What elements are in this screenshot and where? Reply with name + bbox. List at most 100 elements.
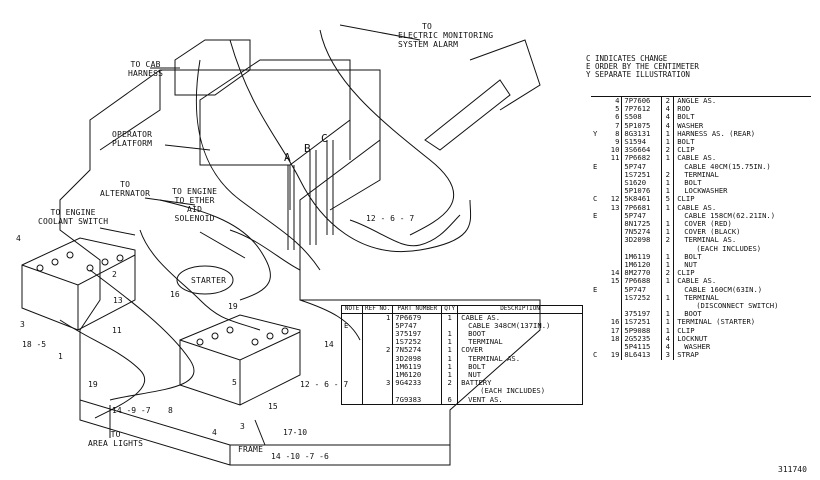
cell-ref	[605, 170, 623, 180]
cell-part: 9G4233	[392, 378, 443, 388]
cell-desc: (DISCONNECT SWITCH)	[696, 301, 779, 311]
cell-part: 7P6688	[621, 277, 663, 286]
cell-qty: 4	[661, 104, 675, 114]
cell-desc: LOCKNUT	[677, 333, 708, 343]
cell-desc: TERMINAL	[684, 292, 719, 302]
cell-ref: 18	[605, 334, 623, 344]
cell-qty: 5	[661, 195, 675, 204]
label-electric-monitoring: TO ELECTRIC MONITORING SYSTEM ALARM	[398, 22, 494, 49]
cell-qty: 1	[661, 293, 675, 303]
cell-part: 8M2770	[621, 269, 663, 278]
cell-note	[591, 253, 605, 261]
cell-part: 5P9088	[621, 326, 663, 335]
cell-ref	[605, 211, 623, 221]
cell-ref: 15	[605, 277, 623, 286]
callout-14-9-7: 14 -9 -7	[112, 406, 151, 415]
cell-desc: BOLT	[684, 251, 702, 261]
cell-note	[341, 313, 363, 322]
cell-qty: 1	[441, 313, 459, 322]
cell-note	[591, 302, 605, 310]
cell-desc: BOOT	[468, 328, 486, 338]
cell-desc: LOCKWASHER	[684, 186, 728, 196]
legend-centimeter: E ORDER BY THE CENTIMETER	[586, 62, 699, 72]
cell-note	[341, 346, 363, 355]
cell-desc: COVER (RED)	[684, 219, 732, 229]
cell-qty: 1	[441, 346, 459, 355]
callout-4: 4	[16, 234, 21, 243]
cell-qty: 1	[661, 137, 675, 147]
cell-note	[341, 362, 363, 371]
cell-qty: 1	[661, 318, 675, 327]
label-alternator: TO ALTERNATOR	[100, 180, 151, 198]
cell-desc: BOLT	[677, 137, 695, 147]
cell-part: 5P747	[621, 285, 663, 294]
cell-note	[591, 220, 605, 228]
cell-part: 5P1075	[621, 121, 663, 130]
cell-ref	[605, 310, 623, 319]
cell-ref: 5	[605, 104, 623, 114]
callout-3b: 3	[240, 422, 245, 431]
callout-3: 3	[20, 320, 25, 329]
cell-ref: 19	[605, 351, 623, 360]
cell-part: 3D2098	[392, 354, 443, 363]
cell-ref	[605, 187, 623, 196]
cell-desc: TERMINAL (STARTER)	[677, 317, 756, 327]
callout-19a: 19	[88, 380, 98, 389]
cell-part: 1M6120	[621, 260, 663, 270]
cell-part: 1M6120	[392, 370, 443, 380]
cell-part: 7P6679	[392, 313, 443, 322]
callout-15: 15	[268, 402, 278, 411]
table-row: (DISCONNECT SWITCH)	[591, 301, 811, 311]
cell-desc: CABLE 158CM(62.21IN.)	[684, 210, 776, 220]
cell-part	[392, 387, 443, 396]
cell-ref: 14	[605, 269, 623, 278]
callout-11: 11	[112, 326, 122, 335]
cell-qty	[661, 285, 675, 294]
cell-note	[591, 171, 605, 179]
cell-desc: STRAP	[677, 350, 699, 360]
cell-qty: 1	[661, 228, 675, 237]
cell-desc: TERMINAL	[684, 169, 719, 179]
parts-table-left: NOTE REF NO. PART NUMBER QTY DESCRIPTION…	[341, 305, 583, 405]
cell-ref	[362, 329, 394, 339]
cell-note	[591, 146, 605, 154]
cell-ref	[362, 338, 394, 347]
cell-part: 1S7251	[621, 318, 663, 327]
cell-ref	[605, 244, 623, 253]
cell-note	[591, 318, 605, 326]
cell-qty: 1	[441, 370, 459, 380]
cell-qty: 4	[661, 334, 675, 344]
cell-note: E	[593, 284, 598, 294]
cell-ref	[605, 228, 623, 237]
cell-desc: BOLT	[684, 178, 702, 188]
cell-desc: WASHER	[677, 120, 704, 130]
cell-qty	[661, 211, 675, 221]
cell-desc: CLIP	[677, 268, 695, 278]
cell-part: 1M6119	[621, 252, 663, 262]
legend: C INDICATES CHANGE E ORDER BY THE CENTIM…	[586, 54, 699, 80]
cell-desc: VENT AS.	[468, 394, 503, 404]
cell-part: 5K8461	[621, 195, 663, 204]
cell-desc: CABLE AS.	[677, 276, 717, 286]
cell-note	[591, 310, 605, 318]
legend-separate-illustration: Y SEPARATE ILLUSTRATION	[586, 70, 690, 80]
callout-5: 5	[232, 378, 237, 387]
illustration-number: 311740	[778, 465, 807, 474]
callout-12-6-7b: 12 - 6 - 7	[300, 380, 349, 389]
cell-qty: 2	[661, 269, 675, 278]
table-row: (EACH INCLUDES)	[591, 244, 811, 253]
